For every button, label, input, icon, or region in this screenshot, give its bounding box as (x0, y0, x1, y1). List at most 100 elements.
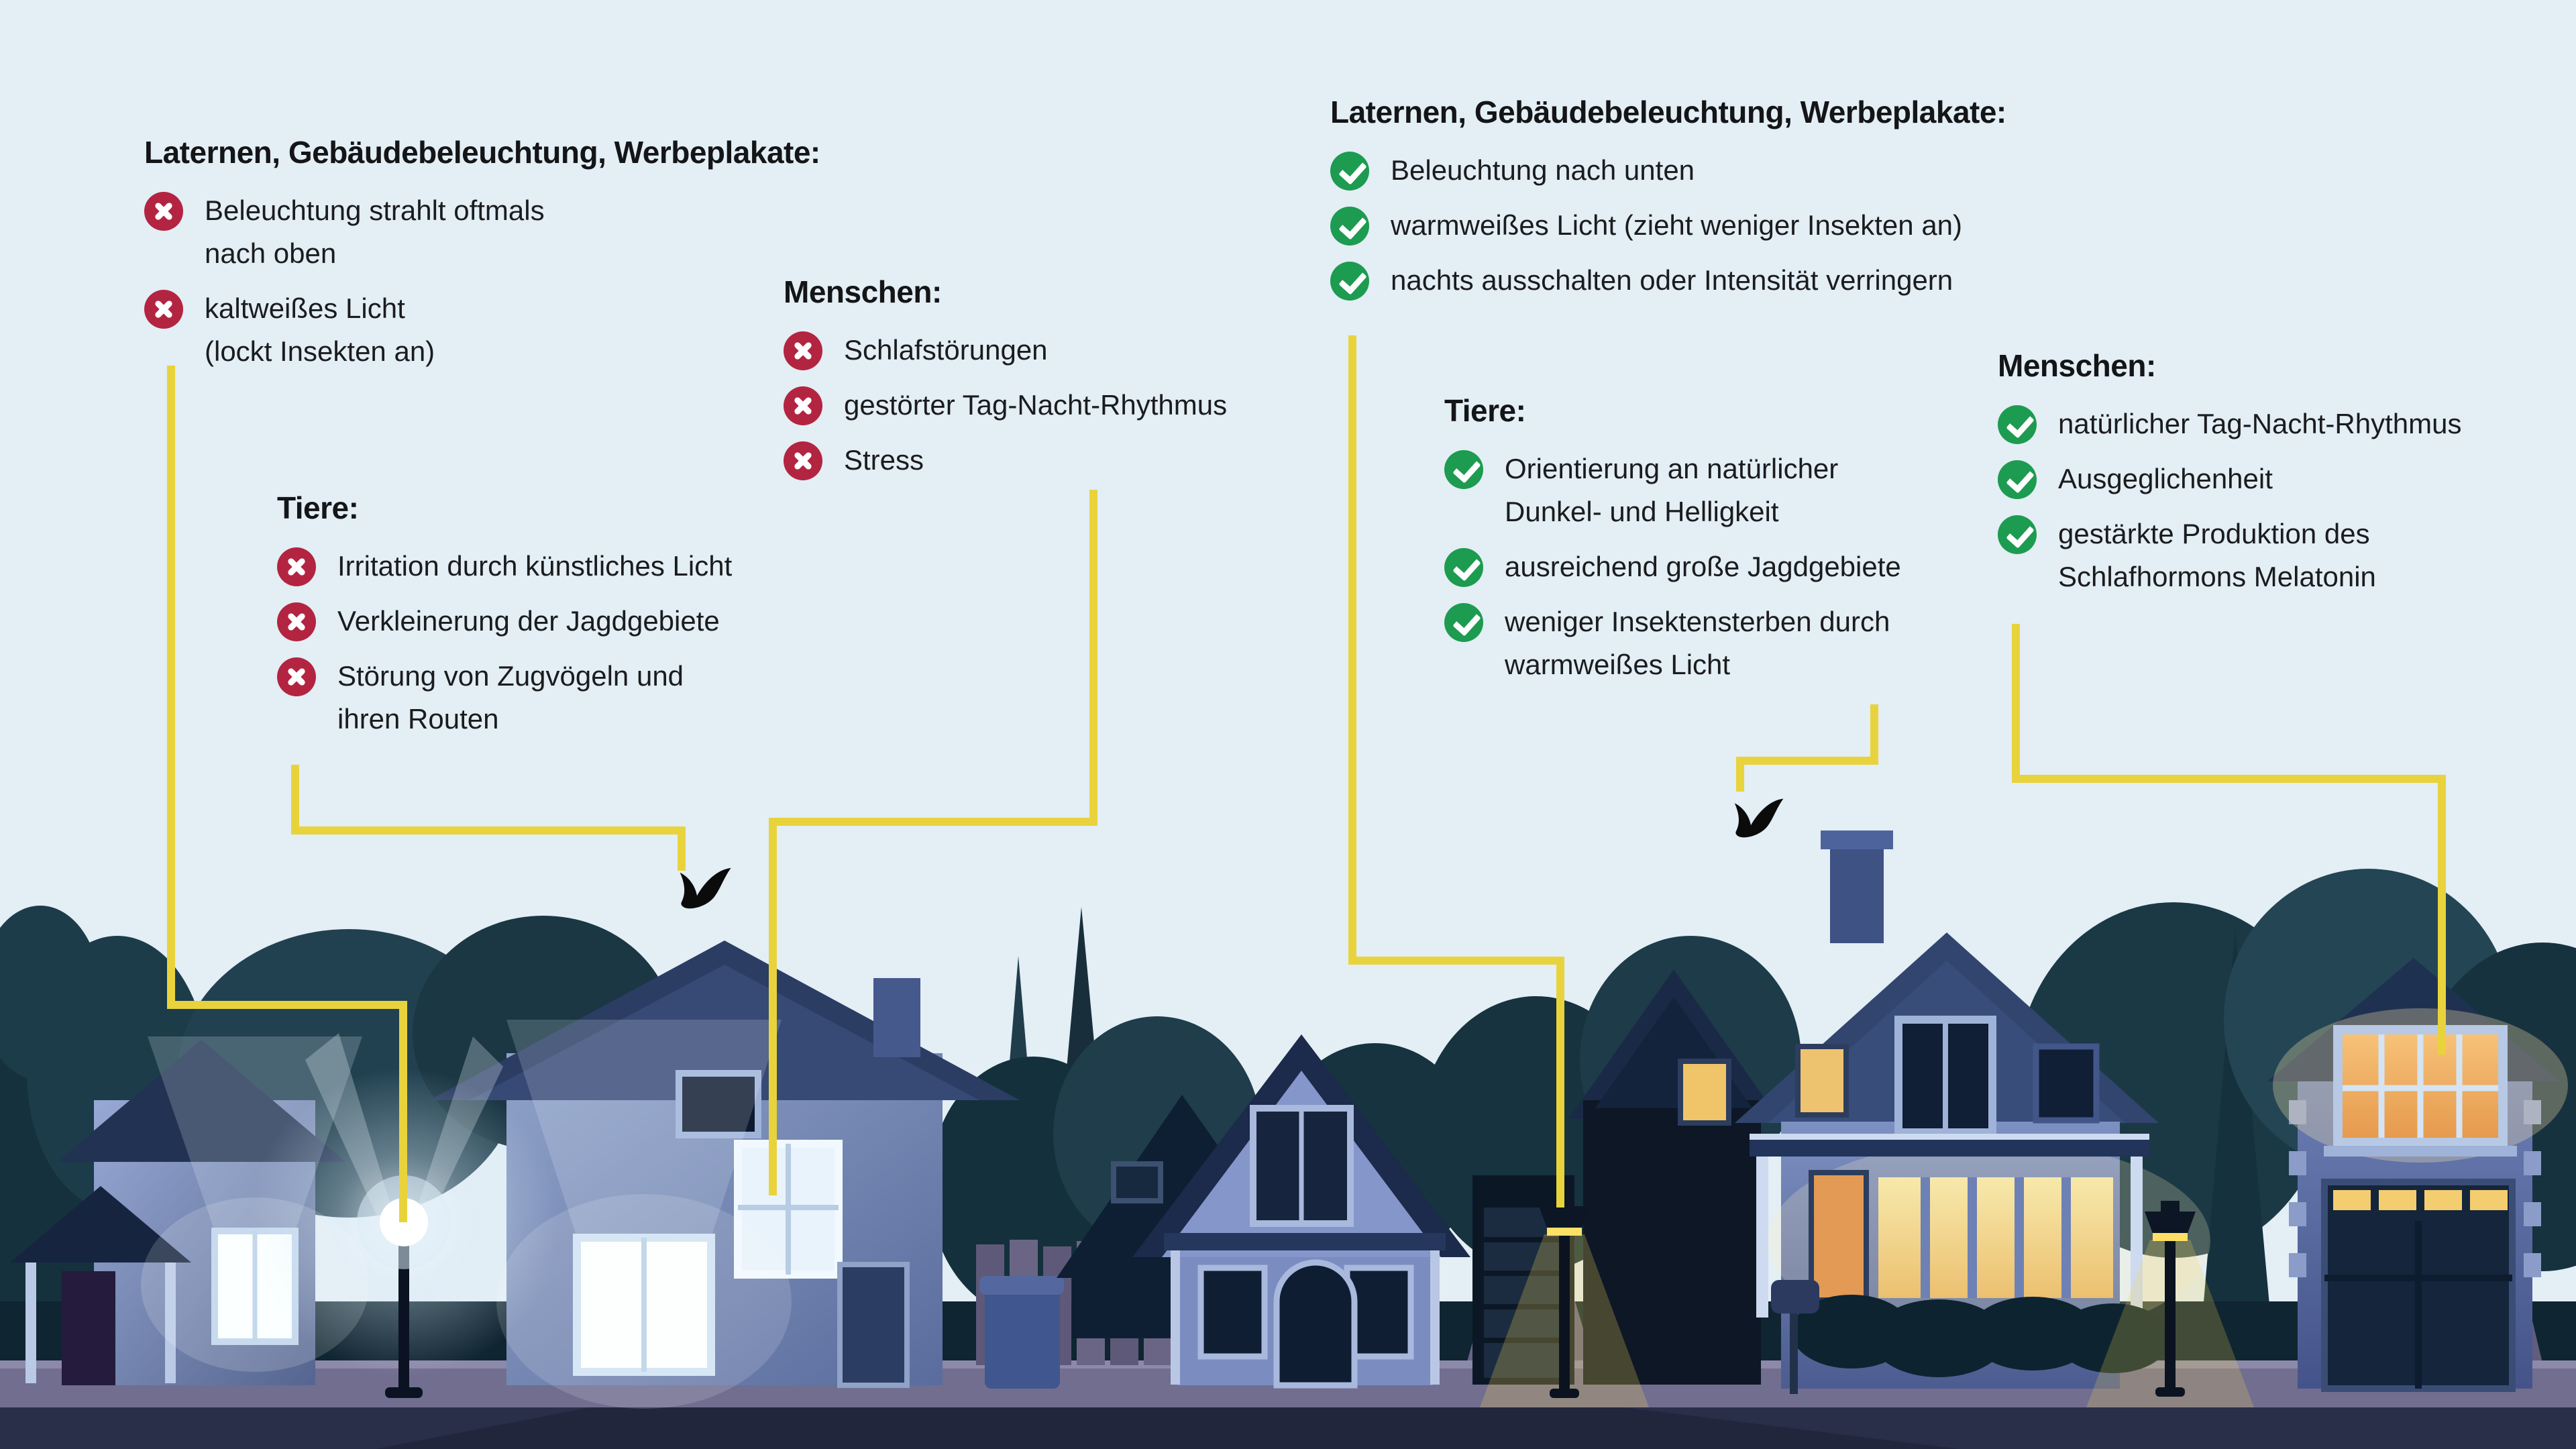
x-circle-icon (277, 657, 316, 696)
small-window (1111, 1161, 1163, 1203)
list-item-line: gestörter Tag-Nacht-Rhythmus (844, 389, 1228, 421)
list-item-line: nach oben (205, 237, 337, 269)
list-item-text: Irritation durch künstliches Licht (337, 545, 732, 588)
list-item-text: natürlicher Tag-Nacht-Rhythmus (2058, 402, 2461, 445)
list-item-line: ausreichend große Jagdgebiete (1505, 551, 1901, 582)
house-large-warm (1735, 830, 2210, 1389)
connector-sources-positive-to-lamp (1348, 335, 1564, 1208)
list-item-line: Irritation durch künstliches Licht (337, 550, 733, 582)
lamp-head (1539, 1206, 1590, 1232)
list-item: kaltweißes Licht(lockt Insekten an) (144, 287, 820, 373)
check-circle-icon (1998, 460, 2037, 499)
connector-sources-negative-to-lamp (167, 366, 407, 1222)
check-circle-icon (1330, 152, 1369, 191)
list-item: Irritation durch künstliches Licht (277, 545, 732, 588)
lamp-glow (2153, 1233, 2188, 1241)
list-item: Stress (784, 439, 1227, 482)
list-item-line: Dunkel- und Helligkeit (1505, 496, 1779, 527)
list-item-line: Ausgeglichenheit (2058, 463, 2273, 494)
lamp-glow (1547, 1228, 1582, 1236)
block-heading: Tiere: (1444, 393, 1526, 428)
list-item-text: kaltweißes Licht(lockt Insekten an) (205, 287, 435, 373)
x-circle-icon (784, 386, 822, 425)
list-item: natürlicher Tag-Nacht-Rhythmus (1998, 402, 2461, 445)
list-item-line: Schlafstörungen (844, 334, 1048, 366)
block-positive-sources: Laternen, Gebäudebeleuchtung, Werbeplaka… (1330, 94, 2006, 314)
list-item-text: weniger Insektensterben durch warmweißes … (1505, 600, 1890, 686)
warm-street-lamp-a (1480, 1195, 1649, 1407)
list-item-line: Stress (844, 444, 924, 476)
check-circle-icon (1998, 405, 2037, 444)
list-item-line: Orientierung an natürlicher (1505, 453, 1839, 484)
list-item-line: Beleuchtung nach unten (1391, 154, 1695, 186)
list-item-line: nachts ausschalten oder Intensität verri… (1391, 264, 1953, 296)
house-dark-garage (1472, 969, 1779, 1385)
orange-door (1809, 1170, 1869, 1303)
list-item-text: Stress (844, 439, 924, 482)
porch-roof (1164, 1233, 1446, 1250)
list-item: warmweißes Licht (zieht weniger Insekten… (1330, 204, 2006, 247)
garage-transom-window (2379, 1190, 2416, 1210)
arched-door (1273, 1259, 1358, 1389)
x-circle-icon (144, 192, 183, 231)
x-circle-icon (277, 547, 316, 586)
list-item-text: Beleuchtung nach unten (1391, 149, 1695, 192)
window (1197, 1265, 1268, 1360)
block-heading: Tiere: (277, 490, 359, 525)
front-door (62, 1271, 115, 1385)
x-circle-icon (144, 290, 183, 329)
list-item: ausreichend große Jagdgebiete (1444, 545, 1901, 588)
block-negative-tiere: Tiere: Irritation durch künstliches Lich… (277, 490, 732, 753)
bird-icon (680, 867, 731, 909)
list-item-line: warmweißes Licht (zieht weniger Insekten… (1391, 209, 1963, 241)
check-circle-icon (1330, 207, 1369, 246)
lamp-head (2145, 1212, 2196, 1237)
list-item-text: Verkleinerung der Jagdgebiete (337, 600, 720, 643)
connectors (167, 335, 2446, 1222)
list-item-line: Störung von Zugvögeln und (337, 660, 684, 692)
connector-menschen-positive-to-window (2012, 624, 2446, 1055)
list-item-line: warmweißes Licht (1505, 649, 1731, 680)
upward-light-beam (416, 1036, 503, 1228)
window-sill (2324, 1146, 2517, 1157)
house-right-warm (2267, 958, 2568, 1392)
garage-transom-window (2470, 1190, 2508, 1210)
garage-door (1484, 1208, 1564, 1378)
check-circle-icon (1330, 262, 1369, 301)
block-heading: Laternen, Gebäudebeleuchtung, Werbeplaka… (1330, 95, 2006, 129)
road-shadow (376, 1407, 1959, 1449)
list-item-text: ausreichend große Jagdgebiete (1505, 545, 1901, 588)
house-tall-cold (429, 941, 1020, 1409)
warm-window (1795, 1044, 1849, 1118)
garage-transom-window (2333, 1190, 2371, 1210)
connector-menschen-negative-to-window (769, 490, 1097, 1195)
dark-window (2033, 1043, 2100, 1124)
connector-tiere-negative-to-bird (291, 765, 686, 871)
list-item: gestörter Tag-Nacht-Rhythmus (784, 384, 1227, 427)
front-door (837, 1262, 910, 1388)
block-positive-menschen: Menschen: natürlicher Tag-Nacht-Rhythmus… (1998, 347, 2461, 610)
list-item-text: gestörter Tag-Nacht-Rhythmus (844, 384, 1227, 427)
list-item-text: nachts ausschalten oder Intensität verri… (1391, 259, 1953, 302)
garage-transom-window (2424, 1190, 2462, 1210)
house-small-middle (1132, 1034, 1470, 1389)
list-item-line: weniger Insektensterben durch (1505, 606, 1890, 637)
list-item: Verkleinerung der Jagdgebiete (277, 600, 732, 643)
list-item-text: Ausgeglichenheit (2058, 458, 2273, 500)
block-negative-sources: Laternen, Gebäudebeleuchtung, Werbeplaka… (144, 134, 820, 385)
check-circle-icon (1444, 603, 1483, 642)
check-circle-icon (1444, 450, 1483, 489)
upward-light-beam (506, 1020, 782, 1238)
list-item-text: Schlafstörungen (844, 329, 1048, 372)
